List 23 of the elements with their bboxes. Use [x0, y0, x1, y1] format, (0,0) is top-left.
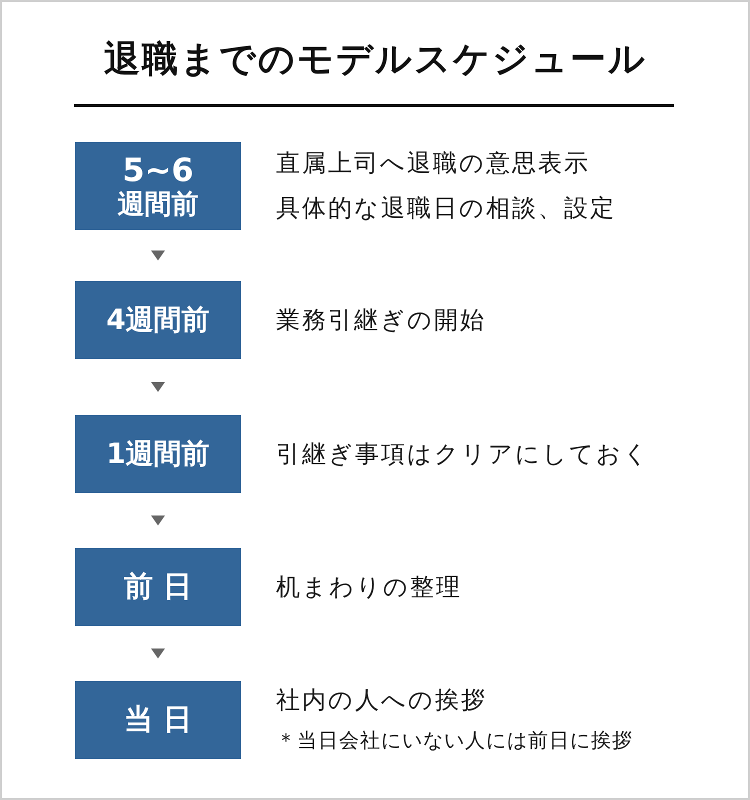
step-box [75, 281, 241, 359]
title-text: 退職までのモデルスケジュール [104, 38, 647, 82]
task-text: 引継ぎ事項はクリアにしておく [276, 439, 650, 470]
time-label: 当 日 [124, 703, 192, 737]
task-text: 机まわりの整理 [276, 572, 462, 603]
step-box [75, 415, 241, 493]
task-text: ＊当日会社にいない人には前日に挨拶 [276, 727, 633, 754]
task-text: 直属上司へ退職の意思表示 [276, 148, 590, 179]
arrow [151, 382, 165, 392]
step-box [75, 548, 241, 626]
step-box [75, 681, 241, 759]
time-label: 前 日 [124, 570, 192, 604]
arrow [151, 250, 165, 260]
task-text: 業務引継ぎの開始 [276, 305, 486, 336]
time-label: 1週間前 [106, 438, 210, 470]
time-label: 週間前 [118, 188, 198, 220]
time-label: 4週間前 [106, 304, 210, 336]
task-text: 具体的な退職日の相談、設定 [276, 193, 616, 224]
step-box [75, 142, 241, 230]
arrow [151, 648, 165, 658]
task-text: 社内の人への挨拶 [276, 685, 487, 716]
arrow [151, 516, 165, 526]
time-label: 5~6 [122, 152, 194, 189]
